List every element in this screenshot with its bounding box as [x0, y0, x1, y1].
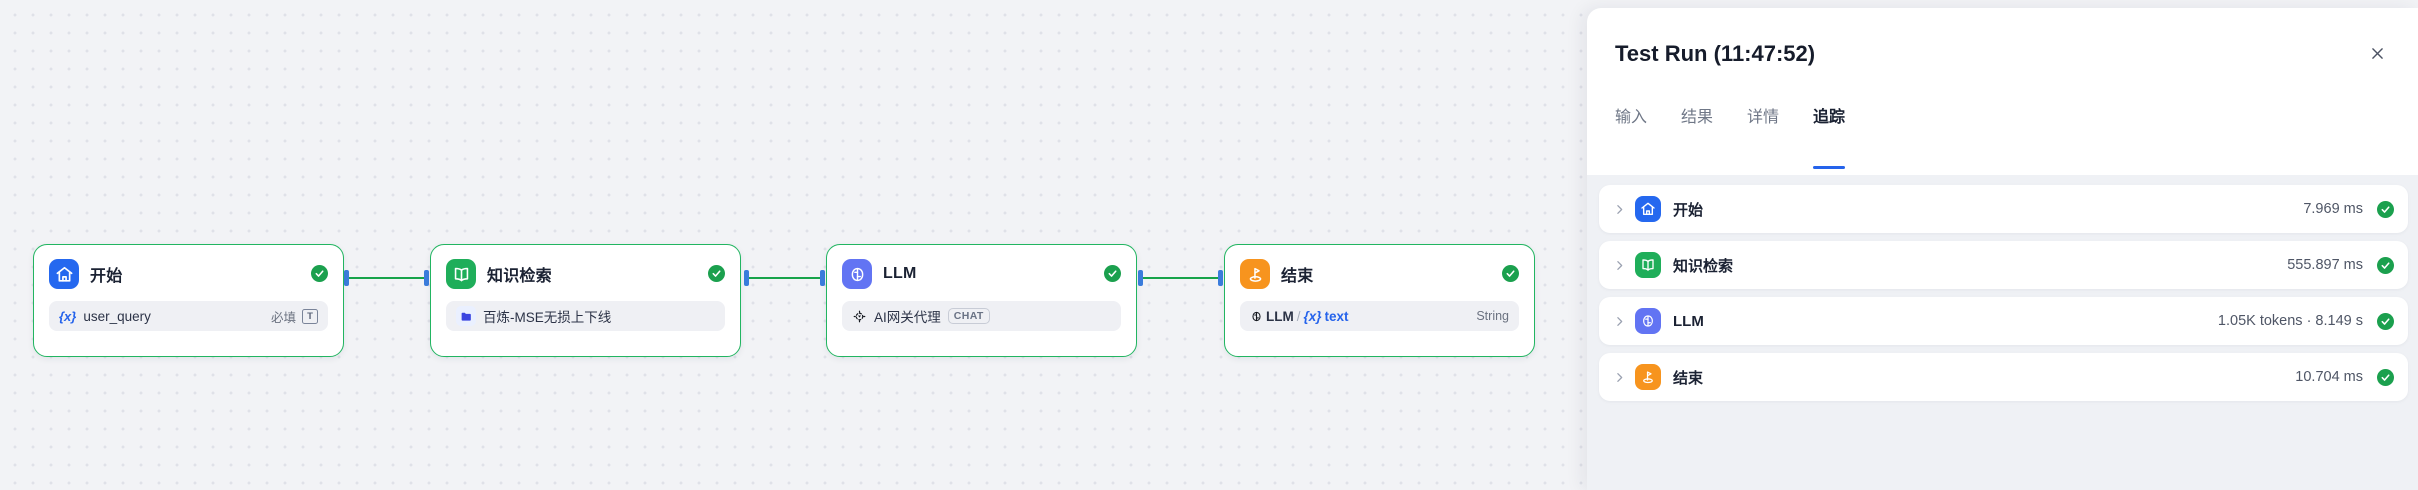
status-badge: [2377, 368, 2394, 386]
status-badge: [708, 265, 725, 282]
close-icon[interactable]: [2364, 40, 2390, 66]
port-knowledge-in[interactable]: [424, 270, 429, 286]
node-field-model[interactable]: AI网关代理 CHAT: [842, 301, 1121, 331]
chevron-right-icon[interactable]: [1611, 371, 1627, 384]
node-field-user-query[interactable]: {x} user_query 必填 T: [49, 301, 328, 331]
tab-trace[interactable]: 追踪: [1813, 103, 1846, 169]
home-icon: [49, 259, 79, 289]
agent-icon: [852, 309, 867, 324]
chevron-right-icon[interactable]: [1611, 259, 1627, 272]
node-title: 开始: [90, 268, 123, 285]
panel-header: Test Run (11:47:52) 输入 结果 详情 追踪: [1587, 8, 2418, 175]
trace-label: 开始: [1673, 201, 1704, 219]
folder-icon: [456, 306, 476, 326]
panel-tabs: 输入 结果 详情 追踪: [1615, 103, 2390, 169]
workflow-node-llm[interactable]: LLM AI网关代理 CHAT: [826, 244, 1137, 357]
brain-icon: [842, 259, 872, 289]
status-badge: [1502, 265, 1519, 282]
output-separator: /: [1296, 308, 1301, 324]
port-end-in[interactable]: [1218, 270, 1223, 286]
edge-knowledge-to-llm: [748, 277, 824, 279]
node-title: 知识检索: [487, 268, 552, 285]
flag-icon: [1635, 364, 1661, 390]
trace-duration: 10.704 ms: [2295, 369, 2363, 385]
trace-row-llm[interactable]: LLM 1.05K tokens · 8.149 s: [1599, 297, 2408, 345]
tab-details[interactable]: 详情: [1747, 109, 1780, 126]
workflow-node-end[interactable]: 结束 LLM / {x} text String: [1224, 244, 1535, 357]
model-name: AI网关代理: [874, 310, 941, 325]
brain-icon: [1635, 308, 1661, 334]
output-type-label: String: [1476, 309, 1509, 323]
test-run-panel: Test Run (11:47:52) 输入 结果 详情 追踪 开始 7.969…: [1587, 8, 2418, 490]
node-header: 知识检索: [446, 258, 725, 290]
trace-label: 知识检索: [1673, 257, 1734, 275]
book-icon: [446, 259, 476, 289]
status-badge: [2377, 256, 2394, 274]
trace-row-end[interactable]: 结束 10.704 ms: [1599, 353, 2408, 401]
status-badge: [2377, 200, 2394, 218]
port-start-out[interactable]: [344, 270, 349, 286]
trace-row-start[interactable]: 开始 7.969 ms: [1599, 185, 2408, 233]
node-header: 结束: [1240, 258, 1519, 290]
trace-duration: 555.897 ms: [2287, 257, 2363, 273]
node-header: 开始: [49, 258, 328, 290]
edge-llm-to-end: [1142, 277, 1220, 279]
output-source: LLM: [1266, 308, 1294, 324]
trace-duration: 1.05K tokens · 8.149 s: [2217, 313, 2363, 329]
chevron-right-icon[interactable]: [1611, 203, 1627, 216]
brain-small-icon: [1250, 310, 1263, 323]
chevron-right-icon[interactable]: [1611, 315, 1627, 328]
home-icon: [1635, 196, 1661, 222]
trace-row-knowledge[interactable]: 知识检索 555.897 ms: [1599, 241, 2408, 289]
variable-token-icon: {x}: [59, 308, 77, 324]
required-label: 必填: [270, 310, 296, 325]
trace-label: LLM: [1673, 312, 1704, 330]
edge-start-to-knowledge: [348, 277, 426, 279]
workflow-node-knowledge[interactable]: 知识检索 百炼-MSE无损上下线: [430, 244, 741, 357]
status-badge: [2377, 312, 2394, 330]
book-icon: [1635, 252, 1661, 278]
trace-label: 结束: [1673, 369, 1704, 387]
port-llm-in[interactable]: [820, 270, 825, 286]
variable-token-icon: {x}: [1303, 308, 1322, 324]
tab-result[interactable]: 结果: [1681, 109, 1714, 126]
tab-input[interactable]: 输入: [1615, 109, 1648, 126]
status-badge: [1104, 265, 1121, 282]
port-llm-out[interactable]: [1138, 270, 1143, 286]
field-meta: 必填 T: [271, 307, 318, 326]
chat-mode-badge: CHAT: [947, 308, 990, 324]
node-header: LLM: [842, 258, 1121, 290]
text-type-icon: T: [302, 308, 318, 324]
trace-duration: 7.969 ms: [2303, 201, 2363, 217]
knowledge-base-name: 百炼-MSE无损上下线: [483, 310, 612, 325]
trace-list: 开始 7.969 ms 知识检索 555.897 ms: [1587, 175, 2418, 401]
output-variable-name: text: [1324, 308, 1349, 324]
status-badge: [311, 265, 328, 282]
flag-icon: [1240, 259, 1270, 289]
node-title: LLM: [883, 265, 917, 282]
node-field-knowledge-base[interactable]: 百炼-MSE无损上下线: [446, 301, 725, 331]
workflow-node-start[interactable]: 开始 {x} user_query 必填 T: [33, 244, 344, 357]
page-title: Test Run (11:47:52): [1615, 41, 1816, 66]
port-knowledge-out[interactable]: [744, 270, 749, 286]
node-title: 结束: [1281, 268, 1314, 285]
variable-name: user_query: [83, 308, 151, 324]
node-field-output[interactable]: LLM / {x} text String: [1240, 301, 1519, 331]
